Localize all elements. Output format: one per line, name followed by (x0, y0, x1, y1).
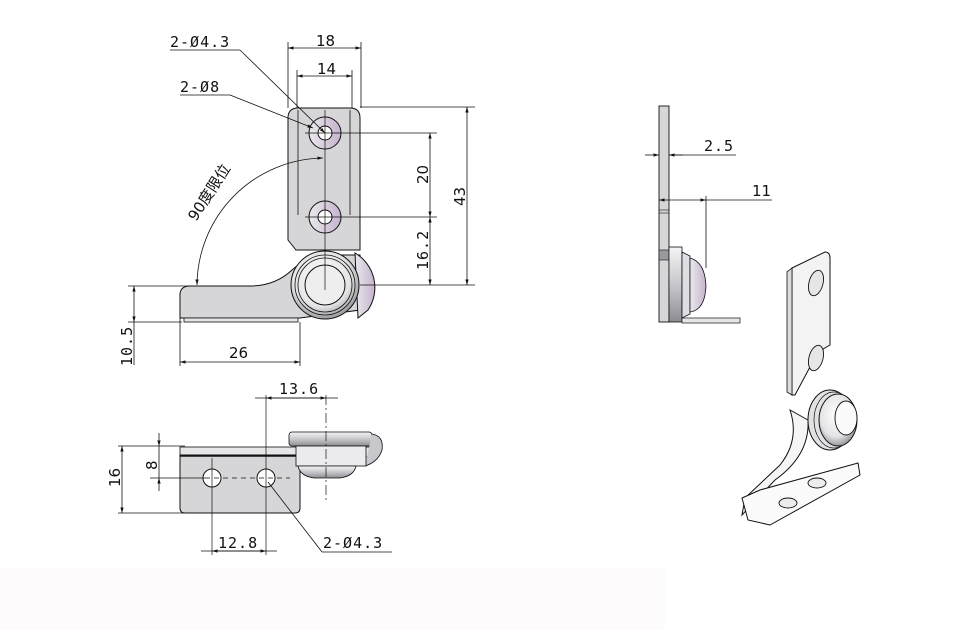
iso-hole-middle-icon (807, 344, 825, 372)
dim-inner-width: 14 (317, 60, 336, 78)
dim-depth: 11 (752, 182, 771, 200)
isometric-view (741, 251, 861, 526)
iso-base-hole-right-icon (807, 477, 827, 489)
front-view: 18 14 2-Ø4.3 2-Ø8 90度限位 20 16.2 43 10.5 (118, 32, 475, 366)
dim-outer-width: 18 (316, 32, 335, 50)
dim-bottom-hole-pitch: 12.8 (218, 534, 258, 552)
callout-counterbore: 2-Ø8 (180, 78, 220, 96)
callout-angle-limit: 90度限位 (184, 161, 234, 225)
dim-bottom-height: 16 (106, 468, 124, 487)
callout-bottom-holes: 2-Ø4.3 (323, 534, 383, 552)
dim-base-height: 10.5 (118, 326, 136, 366)
dim-overall-height: 43 (451, 187, 469, 206)
dim-hole-pitch: 20 (414, 165, 432, 184)
callout-small-hole: 2-Ø4.3 (170, 33, 230, 51)
dim-hole-center-height: 8 (143, 460, 161, 470)
dim-thickness: 2.5 (704, 137, 734, 155)
dim-bottom-pivot-offset: 13.6 (279, 380, 319, 398)
iso-hole-top-icon (807, 269, 825, 297)
bottom-strip (0, 568, 665, 630)
side-view: 2.5 11 (645, 105, 772, 324)
bottom-view: 13.6 16 8 12.8 2-Ø4.3 (106, 380, 392, 555)
iso-base-hole-left-icon (778, 497, 798, 509)
dim-base-length: 26 (229, 344, 248, 362)
dim-pivot-offset: 16.2 (414, 230, 432, 270)
